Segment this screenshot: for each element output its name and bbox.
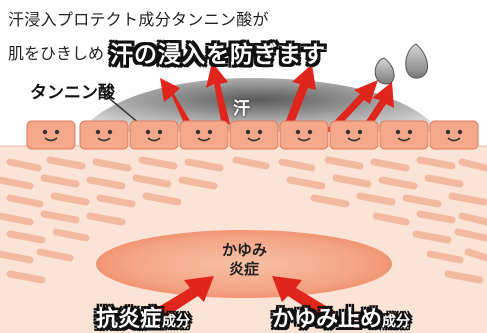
skin-strands	[0, 156, 487, 284]
anti-inflammatory-suffix: 成分	[162, 314, 191, 330]
smiley-cell-icon	[379, 120, 429, 150]
smiley-cell-icon	[279, 120, 329, 150]
anti-inflammatory-main: 抗炎症	[96, 307, 163, 332]
headline-line-2: 肌をひきしめ汗の浸入を防ぎます	[8, 35, 326, 69]
tannin-pointer-line	[103, 93, 141, 125]
arrow-up-right-icon	[150, 276, 214, 322]
headline-prefix: 肌をひきしめ	[8, 44, 105, 63]
anti-itch-main: かゆみ止め	[272, 307, 383, 332]
itch-text: かゆみ	[222, 241, 268, 259]
headline-line-1: 汗浸入プロテクト成分タンニン酸が	[8, 10, 269, 29]
arrow-up-icon	[206, 62, 230, 126]
inflammation-text: 炎症	[228, 260, 259, 278]
sweat-droplet-icon	[405, 43, 428, 79]
sweat-label: 汗	[233, 99, 250, 119]
smiley-cell-icon	[79, 120, 129, 150]
tannin-label: タンニン酸	[30, 83, 115, 103]
smiley-cell-icon	[26, 120, 76, 150]
inflammation-area	[96, 230, 392, 298]
sweat-droplet-icon	[374, 57, 395, 85]
smiley-cell-icon	[229, 120, 279, 150]
anti-itch-label: かゆみ止め成分	[272, 301, 410, 333]
smiley-cell-icon	[129, 120, 179, 150]
arrow-up-icon	[160, 78, 192, 128]
anti-itch-suffix: 成分	[382, 314, 411, 330]
inflammation-label: かゆみ 炎症	[222, 241, 268, 279]
smiley-cell-icon	[329, 120, 379, 150]
skin-cells	[26, 120, 479, 150]
smiley-cell-icon	[179, 120, 229, 150]
arrow-up-icon	[284, 64, 316, 128]
anti-inflammatory-label: 抗炎症成分	[96, 301, 190, 333]
smiley-cell-icon	[429, 120, 479, 150]
arrow-up-left-icon	[272, 276, 336, 322]
headline-emphasis: 汗の浸入を防ぎます	[110, 42, 327, 68]
